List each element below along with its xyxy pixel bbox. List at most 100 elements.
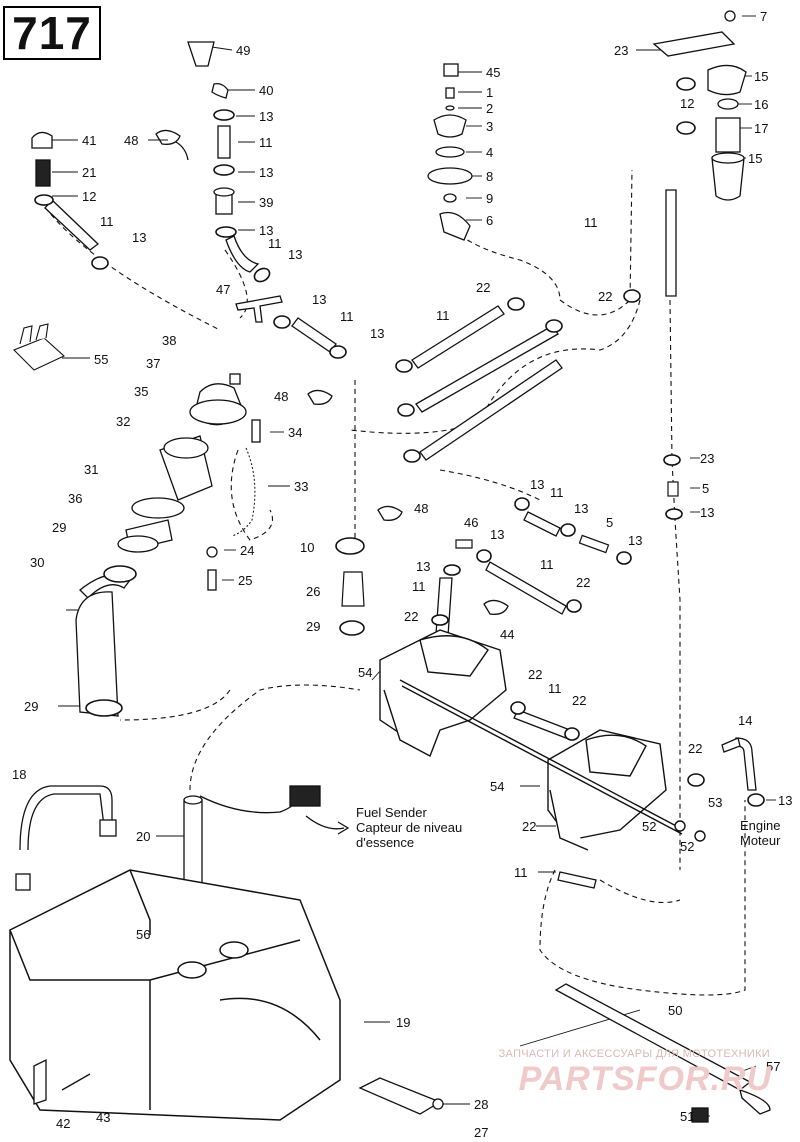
primer-bulb-assembly (31, 41, 283, 323)
callout-13: 13 (778, 793, 792, 808)
watermark-caption: ЗАПЧАСТИ И АКСЕССУАРЫ ДЛЯ МОТОТЕХНИКИ (498, 1048, 770, 1060)
callout-45: 45 (486, 65, 500, 80)
callout-14: 14 (738, 713, 752, 728)
callout-35: 35 (134, 384, 148, 399)
callout-34: 34 (288, 425, 302, 440)
callout-29: 29 (52, 520, 66, 535)
callout-29: 29 (24, 699, 38, 714)
callout-2: 2 (486, 101, 493, 116)
callout-54: 54 (358, 665, 372, 680)
callout-22: 22 (522, 819, 536, 834)
tether-chain (231, 447, 256, 537)
callout-46: 46 (464, 515, 478, 530)
callout-11: 11 (412, 579, 426, 594)
callout-13: 13 (530, 477, 544, 492)
callout-22: 22 (598, 289, 612, 304)
callout-25: 25 (238, 573, 252, 588)
callout-54: 54 (490, 779, 504, 794)
engine-label: Engine (740, 818, 780, 833)
callout-55: 55 (94, 352, 108, 367)
watermark-logo: PARTSFOR.RU (518, 1060, 772, 1098)
callout-9: 9 (486, 191, 493, 206)
fuel-sender-label-fr: Capteur de niveau (356, 820, 462, 835)
callout-27: 27 (474, 1125, 488, 1140)
fuel-hoses (44, 189, 757, 889)
callout-13: 13 (259, 223, 273, 238)
callout-13: 13 (288, 247, 302, 262)
callout-13: 13 (416, 559, 430, 574)
callout-13: 13 (574, 501, 588, 516)
callout-3: 3 (486, 119, 493, 134)
callout-22: 22 (528, 667, 542, 682)
callout-47: 47 (216, 282, 230, 297)
callout-22: 22 (572, 693, 586, 708)
callout-36: 36 (68, 491, 82, 506)
callout-11: 11 (340, 309, 354, 324)
callout-48: 48 (414, 501, 428, 516)
callout-1: 1 (486, 85, 493, 100)
callout-31: 31 (84, 462, 98, 477)
callout-13: 13 (628, 533, 642, 548)
callout-11: 11 (540, 557, 554, 572)
callout-22: 22 (576, 575, 590, 590)
page-number-badge: 717 (3, 6, 101, 60)
callout-13: 13 (259, 165, 273, 180)
tank-strap (15, 785, 117, 891)
callout-5: 5 (606, 515, 613, 530)
strainer-item-55 (13, 323, 65, 371)
callout-40: 40 (259, 83, 273, 98)
callout-12: 12 (82, 189, 96, 204)
callout-22: 22 (404, 609, 418, 624)
callout-10: 10 (300, 540, 314, 555)
callout-29: 29 (306, 619, 320, 634)
fuel-sender-wire (199, 785, 350, 835)
callout-57: 57 (766, 1059, 780, 1074)
callout-53: 53 (708, 795, 722, 810)
bottom-hardware (33, 983, 771, 1123)
callout-56: 56 (136, 927, 150, 942)
fuel-tank (9, 869, 341, 1121)
wire-clips (155, 129, 509, 615)
callout-17: 17 (754, 121, 768, 136)
callout-7: 7 (760, 9, 767, 24)
callout-11: 11 (514, 865, 528, 880)
callout-11: 11 (259, 135, 273, 150)
callout-15: 15 (754, 69, 768, 84)
callout-48: 48 (274, 389, 288, 404)
callout-33: 33 (294, 479, 308, 494)
callout-19: 19 (396, 1015, 410, 1030)
callout-22: 22 (688, 741, 702, 756)
carburetor-assembly (379, 629, 706, 851)
callout-44: 44 (500, 627, 514, 642)
callout-49: 49 (236, 43, 250, 58)
callout-11: 11 (550, 485, 564, 500)
callout-8: 8 (486, 169, 493, 184)
callout-13: 13 (259, 109, 273, 124)
callout-20: 20 (136, 829, 150, 844)
callout-39: 39 (259, 195, 273, 210)
callout-30: 30 (30, 555, 44, 570)
callout-52: 52 (642, 819, 656, 834)
callout-48: 48 (124, 133, 138, 148)
callout-11: 11 (268, 236, 282, 251)
filler-neck-assembly (117, 373, 261, 591)
callout-11: 11 (548, 681, 562, 696)
callout-11: 11 (584, 215, 598, 230)
fuel-pickup-assembly (427, 63, 473, 241)
callout-32: 32 (116, 414, 130, 429)
callout-21: 21 (82, 165, 96, 180)
callout-5: 5 (702, 481, 709, 496)
callout-13: 13 (370, 326, 384, 341)
callout-13: 13 (132, 230, 146, 245)
callout-52: 52 (680, 839, 694, 854)
callout-16: 16 (754, 97, 768, 112)
callout-28: 28 (474, 1097, 488, 1112)
callout-18: 18 (12, 767, 26, 782)
callout-13: 13 (700, 505, 714, 520)
callout-15: 15 (748, 151, 762, 166)
callout-22: 22 (476, 280, 490, 295)
callout-42: 42 (56, 1116, 70, 1131)
